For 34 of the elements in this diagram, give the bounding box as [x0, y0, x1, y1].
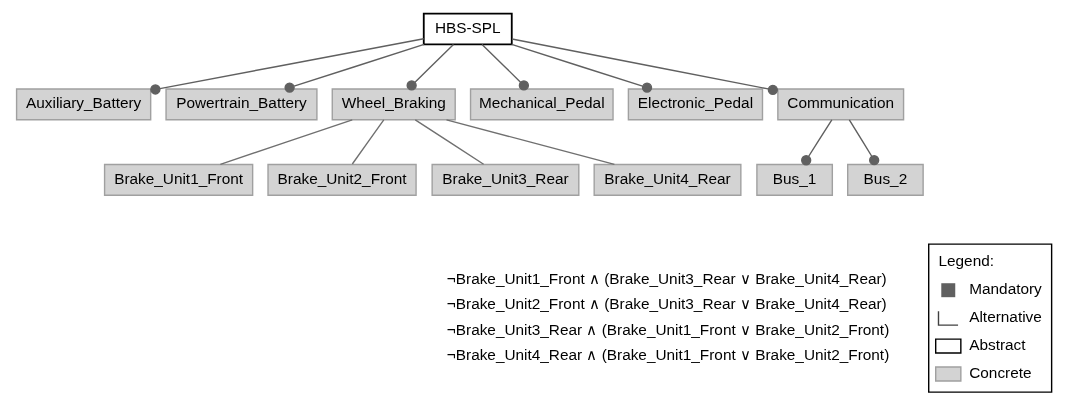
connector: [511, 38, 778, 95]
connector: [801, 119, 833, 166]
node-box: Brake_Unit2_Front: [267, 163, 417, 196]
node-box: Communication: [777, 88, 905, 121]
connector: [414, 119, 485, 165]
node-box: Bus_1: [756, 163, 834, 196]
node-box: Brake_Unit3_Rear: [431, 163, 580, 196]
connector: [284, 43, 425, 93]
connector: [445, 119, 616, 166]
label: ¬Brake_Unit2_Front ∧ (Brake_Unit3_Rear ∨ Brake_Unit4_Rear): [446, 295, 887, 313]
connector: [150, 38, 425, 95]
connector: [351, 119, 385, 165]
legend-label: Concrete: [969, 363, 1032, 381]
node-box: Auxiliary_Battery: [15, 88, 152, 121]
node-box: HBS-SPL: [422, 12, 513, 46]
label: ¬Brake_Unit3_Rear ∧ (Brake_Unit1_Front ∨ Brake_Unit2_Front): [446, 320, 890, 338]
connector: [219, 119, 353, 166]
connector: [848, 119, 880, 166]
node-box: Wheel_Braking: [331, 88, 456, 121]
legend-label: Abstract: [969, 335, 1026, 353]
node-box: Brake_Unit1_Front: [103, 163, 254, 196]
node-box: Mechanical_Pedal: [469, 88, 614, 121]
label: ¬Brake_Unit4_Rear ∧ (Brake_Unit1_Front ∨ Brake_Unit2_Front): [446, 345, 890, 363]
node-box: Electronic_Pedal: [627, 88, 764, 121]
connector: [406, 43, 455, 91]
node-box: Brake_Unit4_Rear: [593, 163, 742, 196]
connector: [481, 43, 530, 91]
node-box: Powertrain_Battery: [165, 88, 318, 121]
node-box: Bus_2: [847, 163, 924, 196]
label: ¬Brake_Unit1_Front ∧ (Brake_Unit3_Rear ∨ Brake_Unit4_Rear): [446, 270, 887, 288]
connector: [510, 43, 653, 93]
label: Legend:: [938, 252, 995, 270]
legend-label: Alternative: [969, 308, 1042, 326]
legend-label: Mandatory: [969, 280, 1042, 298]
